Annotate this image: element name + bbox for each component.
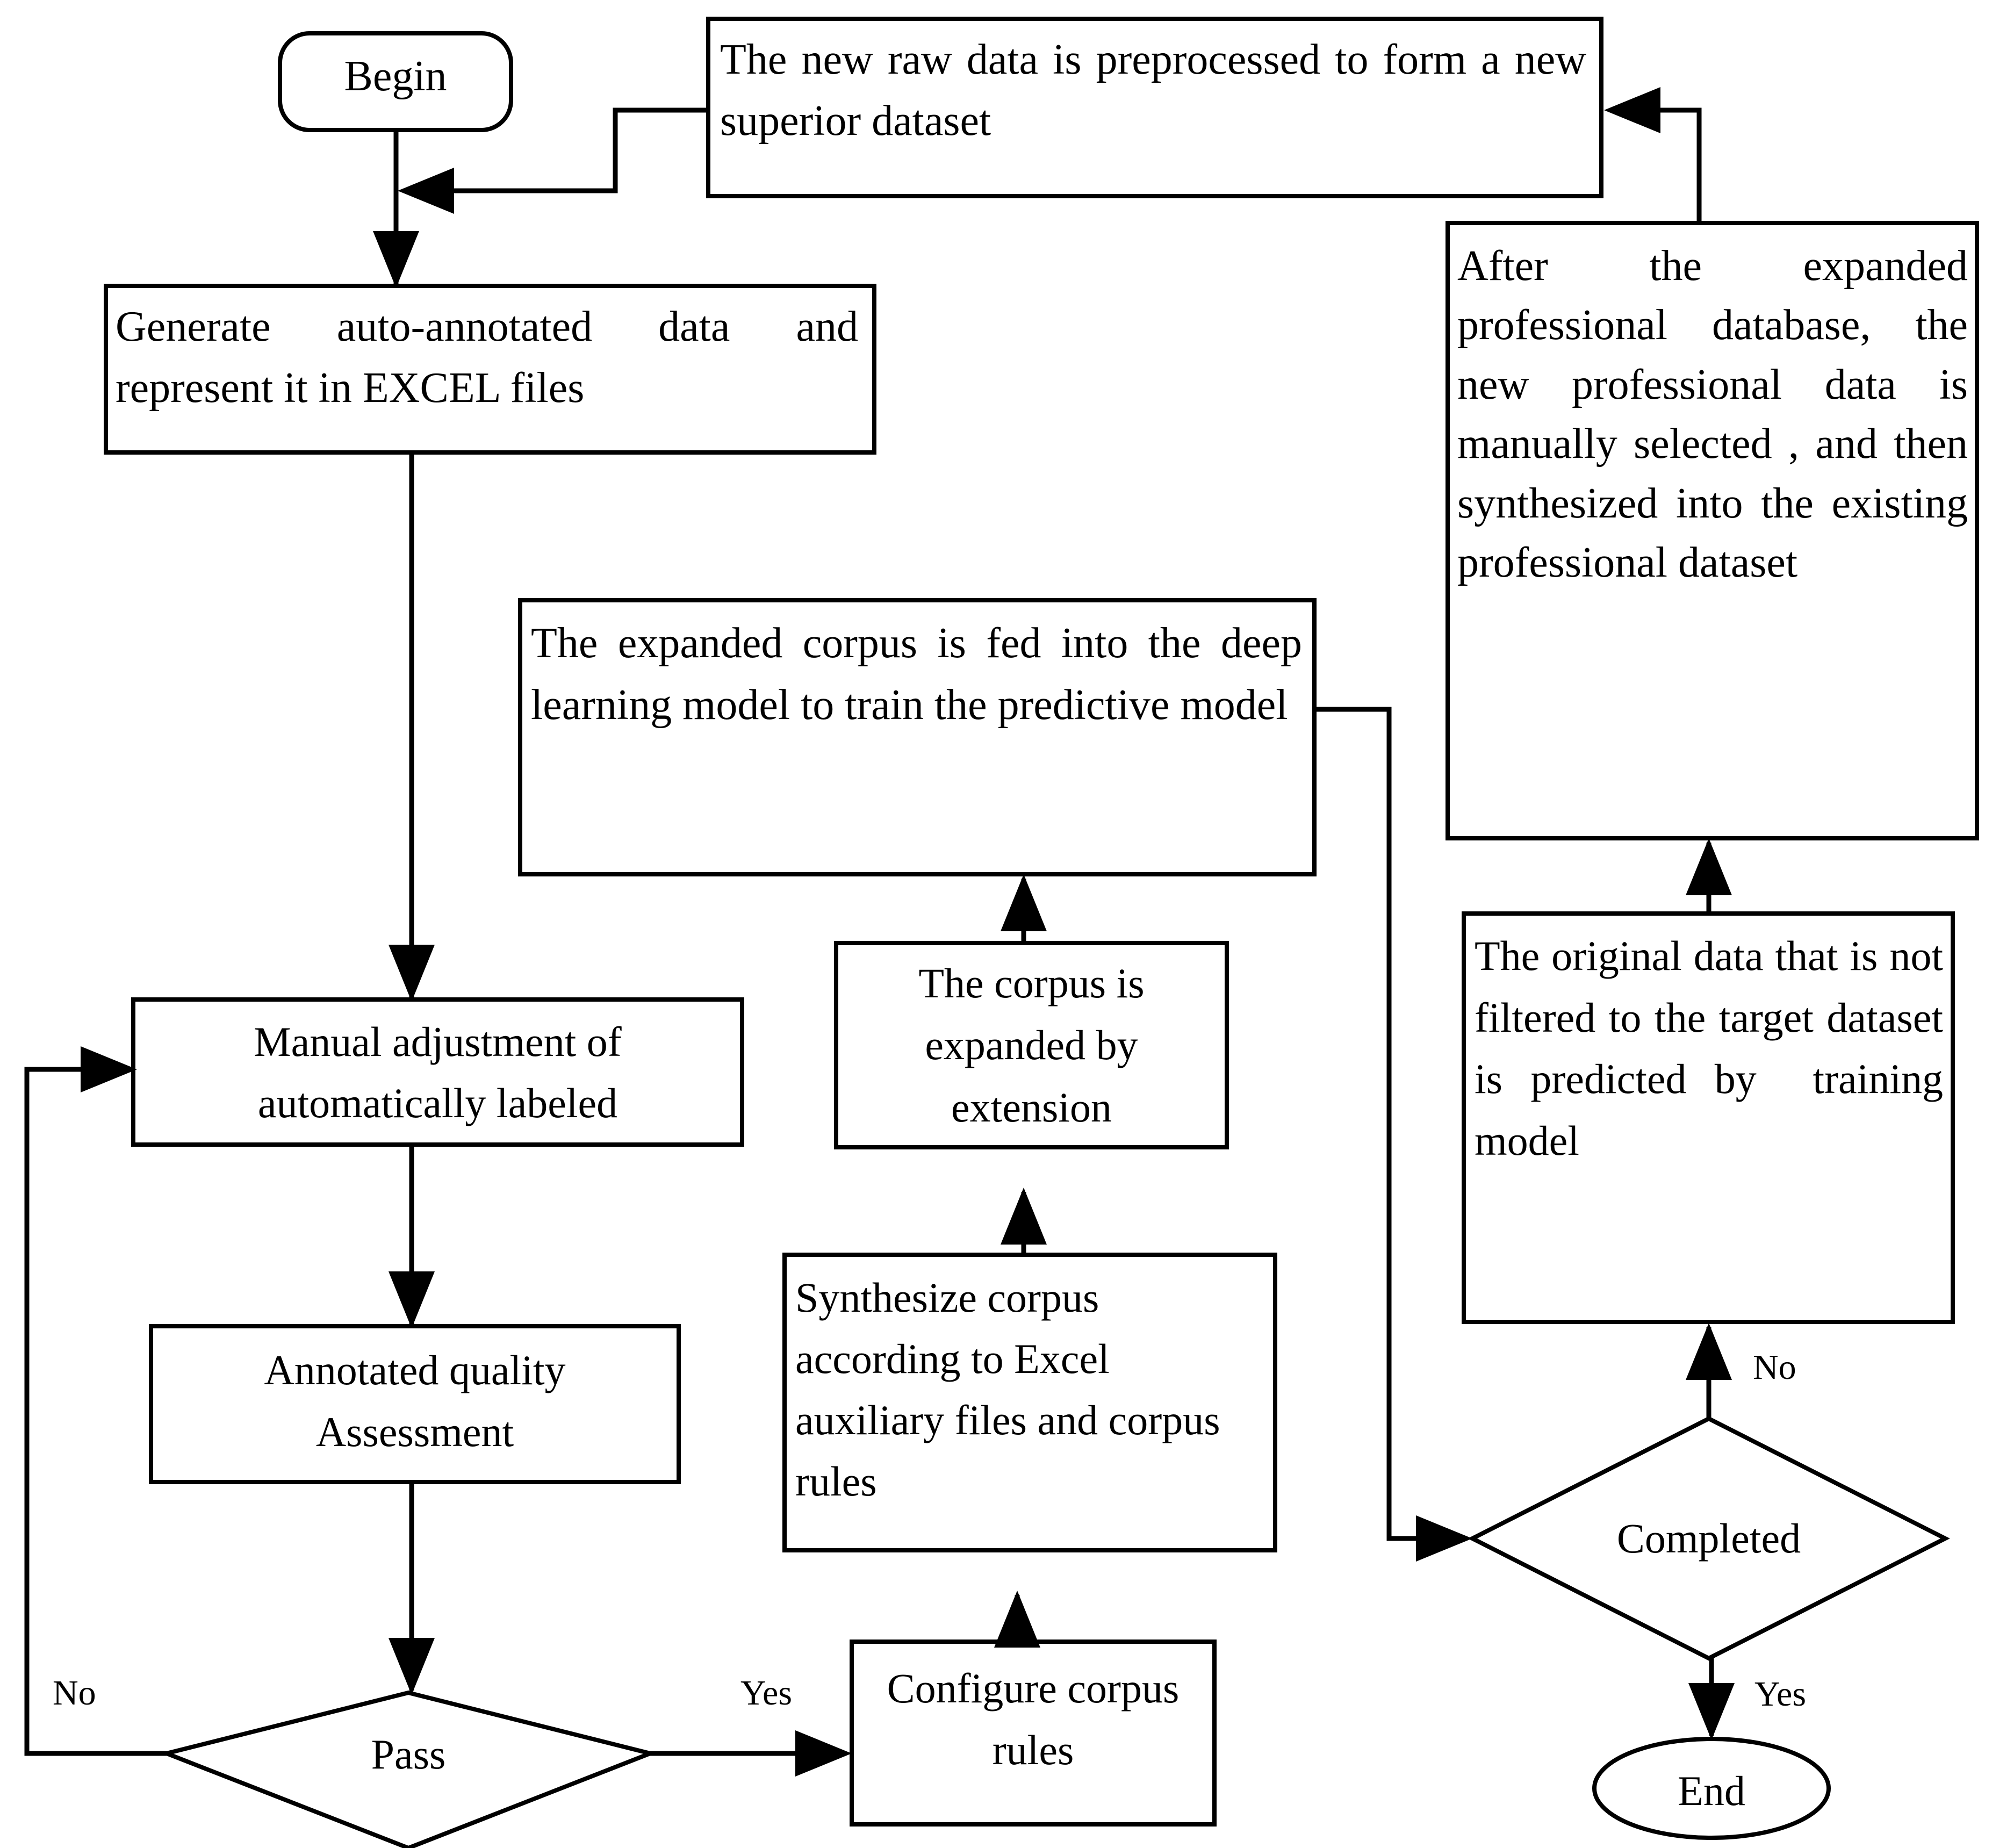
edge-label-completed-no: No [1753, 1348, 1796, 1387]
edge-pass-no-to-manual-arrowhead [81, 1046, 137, 1092]
edge-manual-to-quality-arrowhead [389, 1271, 435, 1328]
node-shape-pass[interactable] [159, 1690, 658, 1848]
edge-after-expanded-to-preprocess [1631, 107, 1702, 223]
edge-fed-model-to-completed-arrowhead [1416, 1515, 1472, 1562]
edge-preprocess-to-generate [425, 107, 708, 193]
edge-generate-to-manual-arrowhead [389, 945, 435, 1002]
edge-completed-no-to-original-arrowhead [1686, 1323, 1732, 1380]
edge-begin-to-generate-arrowhead [373, 231, 419, 288]
edge-after-expanded-to-preprocess-arrowhead [1604, 87, 1660, 133]
edge-completed-yes-to-end-arrowhead [1688, 1683, 1735, 1740]
edge-extension-to-fed-model-arrowhead [1001, 874, 1047, 931]
node-shape-after-expanded[interactable] [1446, 221, 1979, 840]
edge-synthesize-to-extension-arrowhead [1001, 1188, 1047, 1245]
node-shape-synthesize[interactable] [782, 1253, 1277, 1552]
node-shape-begin[interactable] [278, 31, 513, 132]
edge-pass-yes-to-configure-arrowhead [795, 1730, 852, 1777]
node-shape-fed-model[interactable] [518, 598, 1317, 876]
edge-pass-no-to-manual [24, 1067, 167, 1756]
node-shape-end[interactable] [1592, 1737, 1831, 1840]
edge-original-to-after-expanded-arrowhead [1686, 838, 1732, 895]
node-shape-quality-assessment[interactable] [149, 1324, 681, 1484]
edge-fed-model-to-completed [1314, 707, 1446, 1541]
node-shape-original-data[interactable] [1462, 911, 1955, 1324]
node-shape-generate[interactable] [104, 284, 876, 455]
edge-label-pass-yes: Yes [740, 1673, 793, 1713]
edge-quality-to-pass-arrowhead [389, 1638, 435, 1695]
node-shape-corpus-extension[interactable] [834, 941, 1229, 1149]
edge-label-completed-yes: Yes [1754, 1674, 1807, 1714]
edge-configure-to-synthesize-arrowhead [994, 1591, 1040, 1648]
node-shape-manual-adjust[interactable] [131, 997, 744, 1147]
edge-label-pass-no: No [53, 1673, 96, 1713]
node-shape-completed[interactable] [1468, 1416, 1950, 1661]
node-shape-preprocess[interactable] [706, 17, 1603, 198]
node-shape-configure[interactable] [850, 1640, 1217, 1827]
edge-preprocess-to-generate-arrowhead [398, 168, 454, 214]
